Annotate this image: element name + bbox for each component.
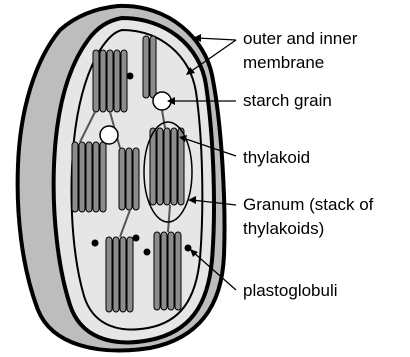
thylakoid xyxy=(114,50,120,112)
thylakoid xyxy=(171,128,177,205)
thylakoid xyxy=(127,237,133,312)
plastoglobule xyxy=(133,235,140,242)
thylakoid xyxy=(113,237,119,312)
thylakoid xyxy=(168,232,174,310)
thylakoid xyxy=(161,232,167,310)
thylakoid xyxy=(150,128,156,205)
thylakoid xyxy=(133,148,139,210)
thylakoid xyxy=(120,237,126,312)
membrane-label-line2: membrane xyxy=(243,52,324,73)
thylakoid xyxy=(107,50,113,112)
thylakoid xyxy=(154,232,160,310)
granum-label-line1: Granum (stack of xyxy=(243,194,373,215)
thylakoid xyxy=(100,50,106,112)
thylakoid xyxy=(93,142,99,212)
thylakoid xyxy=(175,232,181,310)
plastoglobuli-label: plastoglobuli xyxy=(243,280,338,301)
plastoglobule xyxy=(127,73,134,80)
membrane-label-line1: outer and inner xyxy=(243,28,357,49)
plastoglobule xyxy=(144,249,151,256)
membrane-leader-outer xyxy=(197,38,236,40)
thylakoid xyxy=(79,142,85,212)
granum-label-line2: thylakoids) xyxy=(243,218,324,239)
plastoglobule xyxy=(92,240,99,247)
thylakoid xyxy=(86,142,92,212)
thylakoid xyxy=(106,237,112,312)
thylakoid xyxy=(157,128,163,205)
starch-grain xyxy=(100,126,118,144)
thylakoid xyxy=(119,148,125,210)
thylakoid xyxy=(93,50,99,112)
thylakoid xyxy=(72,142,78,212)
thylakoid xyxy=(164,128,170,205)
starch-label: starch grain xyxy=(243,90,332,111)
thylakoid xyxy=(126,148,132,210)
plastoglobule xyxy=(185,245,192,252)
thylakoid xyxy=(121,50,127,112)
thylakoid xyxy=(150,36,156,98)
thylakoid xyxy=(100,142,106,212)
thylakoid-label: thylakoid xyxy=(243,147,310,168)
thylakoid xyxy=(143,36,149,98)
